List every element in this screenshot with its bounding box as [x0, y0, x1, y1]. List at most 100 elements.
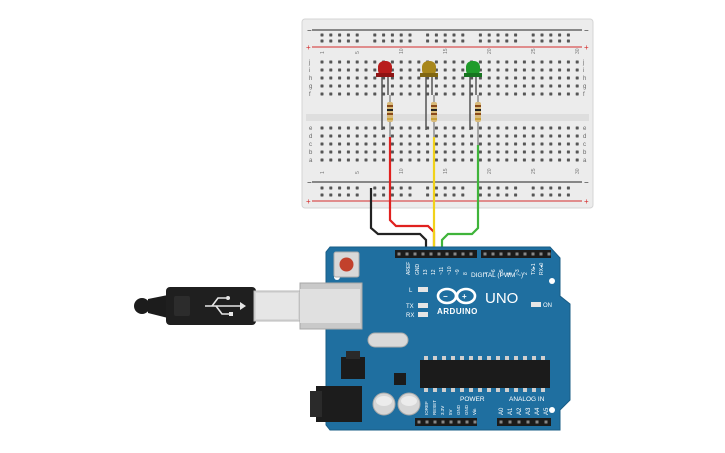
digital-header-left[interactable]: [395, 250, 477, 258]
usb-symbol-icon: [205, 297, 240, 315]
row-letter: j: [308, 60, 310, 66]
pin-label-7: 7: [483, 272, 489, 275]
column-number: 1: [320, 171, 326, 174]
usb-cable-end: [134, 298, 150, 314]
svg-text:+: +: [584, 43, 589, 52]
svg-text:−: −: [584, 26, 589, 35]
analog-label: ANALOG IN: [509, 396, 545, 403]
svg-text:+: +: [306, 43, 311, 52]
yellow-led-resistor[interactable]: [431, 95, 437, 137]
led-l-indicator: [418, 287, 428, 292]
svg-text:+: +: [306, 197, 311, 206]
column-number: 25: [531, 168, 537, 174]
red-led[interactable]: [376, 61, 394, 130]
row-letter: g: [309, 84, 312, 90]
green-wire[interactable]: [440, 145, 480, 252]
row-letter: h: [309, 76, 312, 82]
wires[interactable]: [369, 137, 480, 252]
pin-label-13: 13: [423, 269, 429, 275]
column-number: 30: [575, 168, 581, 174]
row-letter: e: [583, 126, 587, 132]
pin-label-12: 12: [431, 269, 437, 275]
row-letter: d: [309, 134, 312, 140]
row-letter: b: [309, 150, 313, 156]
mounting-hole: [549, 407, 555, 413]
pin-label-ioref: IOREF: [424, 401, 429, 415]
row-letter: d: [583, 134, 586, 140]
svg-text:−: −: [307, 26, 312, 35]
row-letter: i: [309, 68, 310, 74]
on-label: ON: [543, 303, 552, 309]
pin-label-gnd: GND: [415, 264, 421, 276]
mounting-hole: [549, 278, 555, 284]
brand-label: ARDUINO: [437, 307, 478, 316]
chip-pins: [424, 356, 545, 360]
row-letter: f: [309, 92, 311, 98]
header-pins: [397, 252, 551, 256]
green-led-resistor[interactable]: [475, 95, 481, 145]
pin-label-vin: Vin: [472, 408, 477, 415]
svg-text:+: +: [584, 197, 589, 206]
center-channel: [306, 114, 589, 121]
power-jack[interactable]: [316, 386, 362, 422]
l-label: L: [409, 288, 413, 294]
column-number: 15: [443, 48, 449, 54]
reset-button-cap[interactable]: [339, 257, 354, 272]
column-number: 5: [355, 171, 361, 174]
chip-pins: [424, 388, 545, 392]
pin-label-a2: A2: [517, 407, 523, 415]
svg-text:−: −: [307, 178, 312, 187]
pin-label-aref: AREF: [406, 262, 412, 275]
yellow-led[interactable]: [420, 61, 438, 130]
tx-label: TX: [406, 304, 414, 310]
svg-text:+: +: [462, 292, 467, 301]
row-letter: g: [583, 84, 586, 90]
led-tx-indicator: [418, 303, 428, 308]
usb-cable[interactable]: [134, 287, 301, 325]
column-number: 30: [575, 48, 581, 54]
pin-label-3v3: 3.3V: [440, 406, 445, 415]
red-led-resistor[interactable]: [387, 95, 393, 137]
led-on-indicator: [531, 302, 541, 307]
pin-label-11: ~11: [439, 267, 445, 275]
svg-text:−: −: [584, 178, 589, 187]
arduino-uno-board[interactable]: L TX RX ON − + ARDUINO UNO DIGITAL (PWM …: [299, 246, 571, 431]
pin-label-a0: A0: [499, 407, 505, 415]
power-label: POWER: [460, 396, 485, 403]
row-letter: a: [583, 158, 587, 164]
pin-label-6: ~6: [491, 269, 497, 275]
row-letter: f: [583, 92, 585, 98]
capacitor: [372, 392, 421, 416]
pin-label-1: TX▸1: [531, 263, 537, 275]
pin-label-8: 8: [463, 272, 469, 275]
arduino-logo-icon: [436, 287, 477, 305]
column-number: 25: [531, 48, 537, 54]
row-letter: j: [582, 60, 584, 66]
row-letter: c: [309, 142, 312, 148]
digital-label: DIGITAL (PWM ~): [471, 272, 523, 279]
pin-label-gnd-1: GND: [456, 404, 461, 415]
microcontroller-chip: [420, 360, 550, 388]
model-label: UNO: [485, 290, 518, 307]
analog-header[interactable]: [497, 418, 551, 426]
black-wire[interactable]: [369, 188, 428, 252]
green-led[interactable]: [464, 61, 482, 130]
crystal-oscillator: [367, 332, 409, 348]
pin-label-9: ~9: [455, 269, 461, 275]
column-number: 5: [355, 51, 361, 54]
power-header[interactable]: [415, 418, 477, 426]
column-number: 10: [399, 48, 405, 54]
pin-label-2: 2: [523, 272, 529, 275]
pin-label-4: 4: [507, 272, 513, 275]
row-letter: c: [583, 142, 586, 148]
pin-label-a4: A4: [535, 407, 541, 415]
pin-label-10: ~10: [447, 266, 453, 275]
pin-label-a3: A3: [526, 407, 532, 415]
led-rx-indicator: [418, 312, 428, 317]
usb-cable-strain-relief: [148, 295, 168, 318]
pin-label-3: ~3: [515, 269, 521, 275]
column-number: 1: [320, 51, 326, 54]
pin-label-reset: RESET: [432, 400, 437, 415]
